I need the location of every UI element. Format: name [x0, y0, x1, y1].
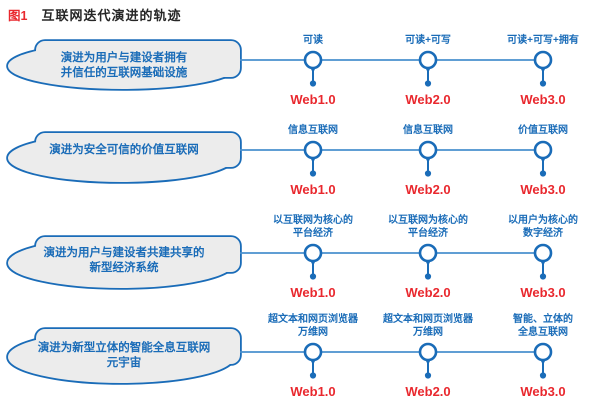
stage-label: 演进为用户与建设者共建共享的 新型经济系统: [43, 247, 205, 274]
pin-marker-icon: [418, 50, 438, 88]
figure-tag: 图1: [8, 9, 28, 23]
point-label: 价值互联网: [518, 125, 568, 136]
pin-marker-icon: [418, 342, 438, 380]
point-label: 可读: [303, 35, 323, 46]
pin-marker-icon: [303, 140, 323, 178]
timeline-row-value-internet: [6, 131, 553, 184]
point-label: 可读+可写: [405, 35, 451, 46]
pin-marker-icon: [303, 243, 323, 281]
point-label: 以用户为核心的 数字经济: [508, 215, 578, 239]
era-label: Web1.0: [290, 384, 336, 399]
era-label: Web3.0: [520, 92, 566, 107]
point-label: 超文本和网页浏览器 万维网: [268, 314, 358, 338]
era-label: Web3.0: [520, 285, 566, 300]
point-label: 智能、立体的 全息互联网: [513, 314, 573, 338]
point-label: 以互联网为核心的 平台经济: [388, 215, 468, 239]
point-label: 信息互联网: [288, 125, 338, 136]
pin-marker-icon: [533, 243, 553, 281]
point-label: 以互联网为核心的 平台经济: [273, 215, 353, 239]
timeline-row-economy: [6, 235, 553, 290]
era-label: Web2.0: [405, 285, 451, 300]
pin-marker-icon: [418, 243, 438, 281]
era-label: Web3.0: [520, 182, 566, 197]
era-label: Web1.0: [290, 182, 336, 197]
point-label: 可读+可写+拥有: [507, 35, 579, 46]
era-label: Web2.0: [405, 384, 451, 399]
pin-marker-icon: [303, 50, 323, 88]
timeline-row-metaverse: [6, 327, 553, 385]
stage-label: 演进为用户与建设者拥有 并信任的互联网基础设施: [60, 52, 188, 79]
era-label: Web2.0: [405, 92, 451, 107]
stage-label: 演进为安全可信的价值互联网: [49, 144, 199, 156]
point-label: 超文本和网页浏览器 万维网: [383, 314, 473, 338]
era-label: Web2.0: [405, 182, 451, 197]
pin-marker-icon: [533, 50, 553, 88]
era-label: Web3.0: [520, 384, 566, 399]
stage-label: 演进为新型立体的智能全息互联网 元宇宙: [37, 342, 211, 369]
figure-caption: 图1 互联网迭代演进的轨迹: [8, 5, 181, 24]
pin-marker-icon: [303, 342, 323, 380]
point-label: 信息互联网: [403, 125, 453, 136]
timeline-row-infrastructure: [6, 39, 553, 91]
figure-title: 互联网迭代演进的轨迹: [41, 8, 182, 23]
pin-marker-icon: [418, 140, 438, 178]
pin-marker-icon: [533, 140, 553, 178]
pin-marker-icon: [533, 342, 553, 380]
era-label: Web1.0: [290, 285, 336, 300]
era-label: Web1.0: [290, 92, 336, 107]
